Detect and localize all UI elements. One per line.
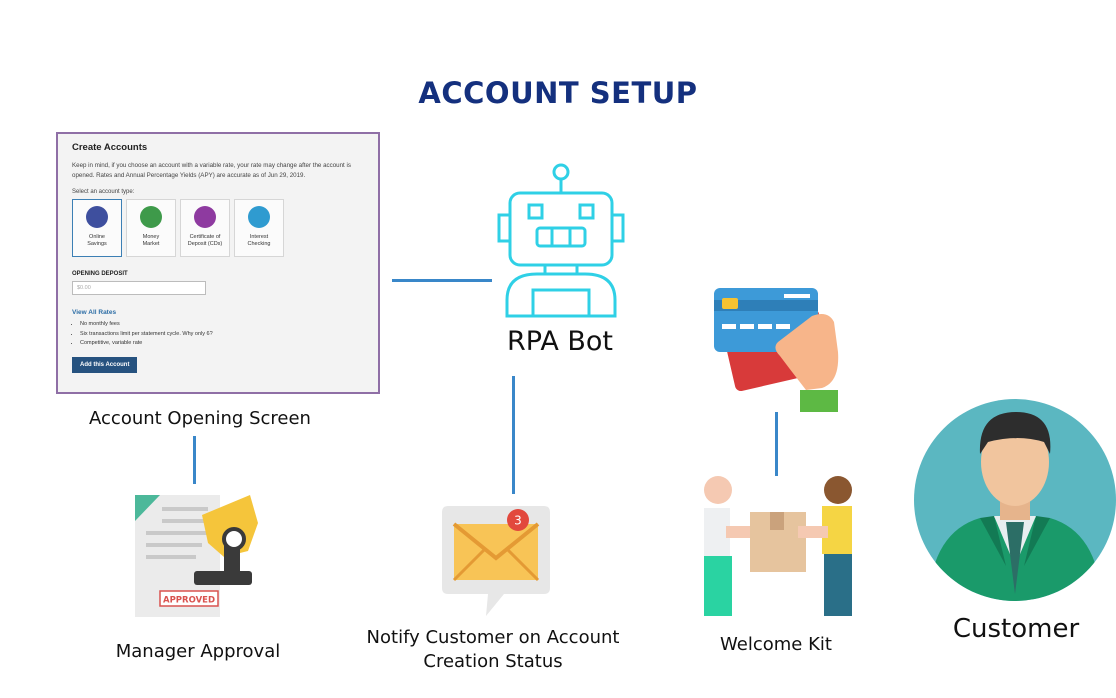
view-all-rates-link[interactable]: View All Rates <box>72 309 117 316</box>
account-screen-label: Account Opening Screen <box>89 408 311 429</box>
customer-avatar-icon <box>914 399 1116 601</box>
money-icon <box>140 206 162 228</box>
notify-label: Notify Customer on Account Creation Stat… <box>366 627 620 672</box>
welcome-kit-icon <box>704 476 852 616</box>
list-item: Six transactions limit per statement cyc… <box>80 330 364 340</box>
opening-deposit-label: OPENING DEPOSIT <box>72 271 128 277</box>
account-type-interest-checking[interactable]: Interest Checking <box>234 199 284 257</box>
credit-card-icon <box>714 288 839 412</box>
clock-icon <box>194 206 216 228</box>
add-account-button[interactable]: Add this Account <box>72 356 138 373</box>
rpa-bot-label: RPA Bot <box>507 326 613 357</box>
notification-mail-icon: 3 <box>442 506 550 616</box>
approval-document-icon: APPROVED <box>135 495 258 617</box>
piggy-bank-icon <box>86 206 108 228</box>
connector-screen-bot <box>392 279 492 282</box>
list-item: No monthly fees <box>80 320 364 330</box>
feature-list: No monthly fees Six transactions limit p… <box>72 320 364 349</box>
mail-badge-count: 3 <box>514 514 522 528</box>
account-type-cards: Online Savings Money Market Certificate … <box>72 199 364 257</box>
manager-approval-label: Manager Approval <box>115 641 281 662</box>
opening-deposit-input[interactable]: $0.00 <box>72 281 206 295</box>
list-item: Competitive, variable rate <box>80 339 364 349</box>
screen-intro: Keep in mind, if you choose an account w… <box>72 162 351 179</box>
welcome-kit-label: Welcome Kit <box>720 634 832 655</box>
select-account-label: Select an account type: <box>72 189 135 195</box>
account-type-online-savings[interactable]: Online Savings <box>72 199 122 257</box>
customer-label: Customer <box>952 614 1080 644</box>
account-type-money-market[interactable]: Money Market <box>126 199 176 257</box>
connector-screen-approval <box>193 436 196 484</box>
account-type-cd[interactable]: Certificate of Deposit (CDs) <box>180 199 230 257</box>
checkbook-icon <box>248 206 270 228</box>
diagram-title: ACCOUNT SETUP <box>418 76 698 110</box>
robot-icon <box>497 163 625 318</box>
stamp-text: APPROVED <box>163 596 215 606</box>
connector-card-kit <box>775 412 778 476</box>
screen-heading: Create Accounts <box>72 142 148 153</box>
connector-bot-notify <box>512 376 515 494</box>
account-opening-screen: Create Accounts Keep in mind, if you cho… <box>56 132 380 394</box>
